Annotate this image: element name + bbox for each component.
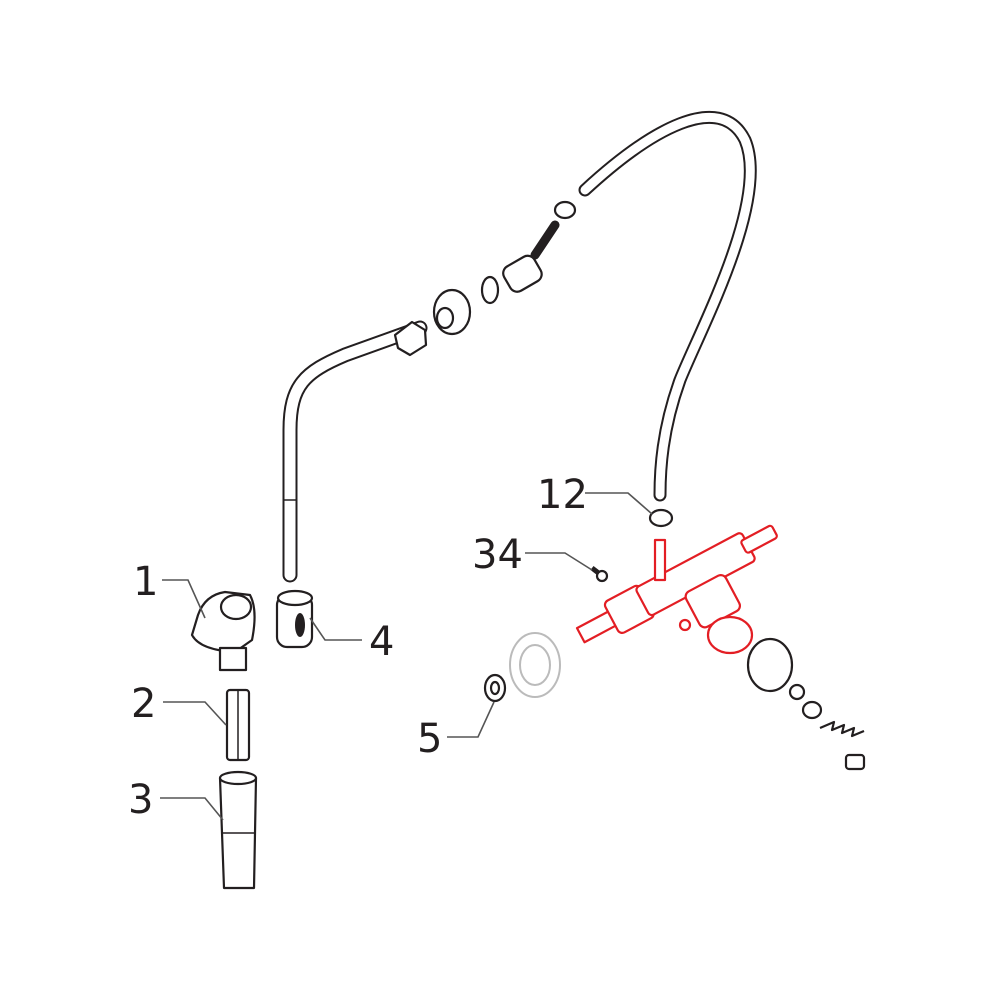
- leader-5: [447, 701, 495, 738]
- callout-12: 12: [537, 472, 588, 518]
- part-2-sleeve[interactable]: [225, 688, 251, 762]
- leader-1: [162, 579, 206, 619]
- part-1-knob[interactable]: [190, 590, 256, 672]
- leader-3: [160, 797, 224, 821]
- part-34-screw[interactable]: [590, 566, 609, 583]
- part-12-clamp[interactable]: [648, 508, 674, 528]
- long-hose[interactable]: [578, 110, 757, 502]
- valve-assembly[interactable]: [432, 200, 577, 336]
- callout-34: 34: [472, 532, 523, 578]
- leader-34: [525, 552, 593, 571]
- leader-4: [309, 617, 362, 641]
- leader-12: [585, 492, 653, 515]
- right-parts[interactable]: [746, 637, 866, 771]
- callout-4: 4: [369, 619, 394, 665]
- ghost-gear: [509, 632, 561, 698]
- callout-3: 3: [128, 777, 153, 823]
- callout-2: 2: [131, 681, 156, 727]
- part-4-collar[interactable]: [275, 589, 314, 649]
- steam-pipe[interactable]: [282, 320, 428, 583]
- part-5-washer[interactable]: [483, 673, 507, 703]
- part-3-tip[interactable]: [218, 770, 258, 890]
- leader-2: [163, 701, 227, 726]
- highlighted-valve-body[interactable]: [572, 516, 799, 681]
- callout-5: 5: [417, 716, 442, 762]
- callout-1: 1: [133, 559, 158, 605]
